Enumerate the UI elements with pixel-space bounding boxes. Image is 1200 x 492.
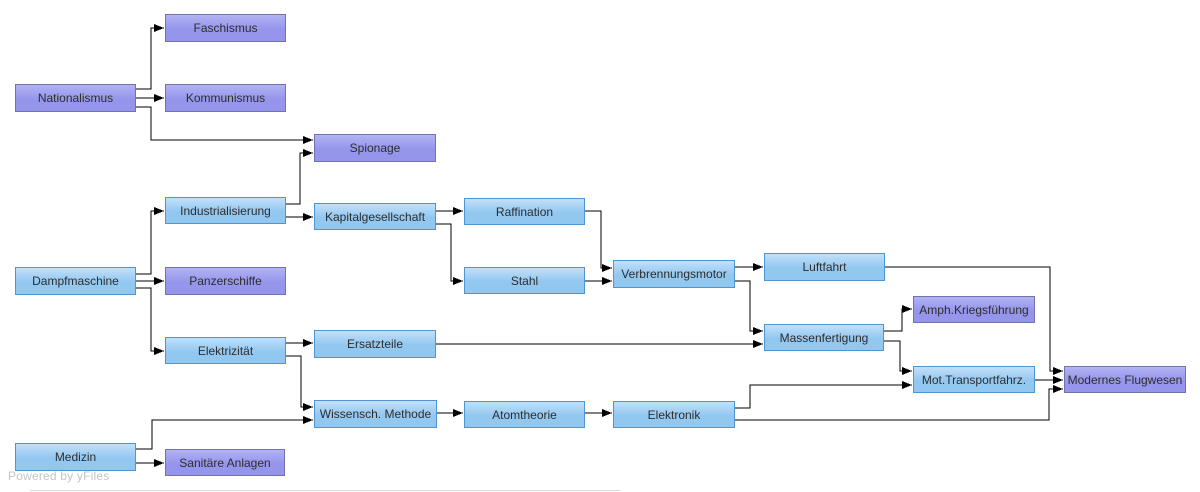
node-industrialisierung[interactable]: Industrialisierung [165,197,286,224]
edge-nationalismus-to-faschismus [135,24,164,90]
edge-nationalismus-to-spionage [135,106,313,144]
node-mot_transportfahrz[interactable]: Mot.Transportfahrz. [913,366,1035,393]
node-elektrizitaet[interactable]: Elektrizität [165,337,286,364]
edge-massenfertigung-to-amph_kriegsfuehrung [884,305,912,332]
edge-elektrizitaet-to-wissensch_methode [286,355,313,411]
node-luftfahrt[interactable]: Luftfahrt [764,253,885,281]
edge-raffination-to-verbrennungsmotor [585,210,612,272]
node-amph_kriegsfuehrung[interactable]: Amph.Kriegsführung [913,296,1035,323]
edge-massenfertigung-to-mot_transportfahrz [884,340,912,375]
node-kapitalgesellschaft[interactable]: Kapitalgesellschaft [314,203,436,230]
edge-verbrennungsmotor-to-massenfertigung [735,280,763,335]
edge-dampfmaschine-to-industrialisierung [136,207,164,275]
canvas-bottom-border [30,490,620,491]
edge-luftfahrt-to-modernes_flugwesen [885,266,1063,375]
edge-dampfmaschine-to-elektrizitaet [136,287,164,355]
edge-elektronik-to-mot_transportfahrz [735,381,912,409]
node-faschismus[interactable]: Faschismus [165,14,286,42]
node-medizin[interactable]: Medizin [15,443,136,471]
node-panzerschiffe[interactable]: Panzerschiffe [165,267,286,295]
node-nationalismus[interactable]: Nationalismus [15,84,136,112]
edge-medizin-to-wissensch_methode [136,416,313,450]
yfiles-watermark: Powered by yFiles [8,469,110,483]
node-kommunismus[interactable]: Kommunismus [165,84,286,112]
edge-kapitalgesellschaft-to-stahl [436,223,463,285]
node-spionage[interactable]: Spionage [314,134,436,162]
node-dampfmaschine[interactable]: Dampfmaschine [15,267,136,295]
edge-group [135,24,1063,467]
node-massenfertigung[interactable]: Massenfertigung [764,324,884,351]
node-verbrennungsmotor[interactable]: Verbrennungsmotor [613,260,735,288]
node-ersatzteile[interactable]: Ersatzteile [314,330,436,358]
node-atomtheorie[interactable]: Atomtheorie [464,401,585,428]
node-elektronik[interactable]: Elektronik [613,401,735,428]
node-modernes_flugwesen[interactable]: Modernes Flugwesen [1064,366,1186,393]
node-raffination[interactable]: Raffination [464,198,585,225]
edge-industrialisierung-to-spionage [286,149,313,205]
edge-elektronik-to-modernes_flugwesen [735,385,1063,421]
node-sanitaere_anlagen[interactable]: Sanitäre Anlagen [165,449,285,476]
node-stahl[interactable]: Stahl [464,267,585,294]
node-wissensch_methode[interactable]: Wissensch. Methode [314,400,437,428]
